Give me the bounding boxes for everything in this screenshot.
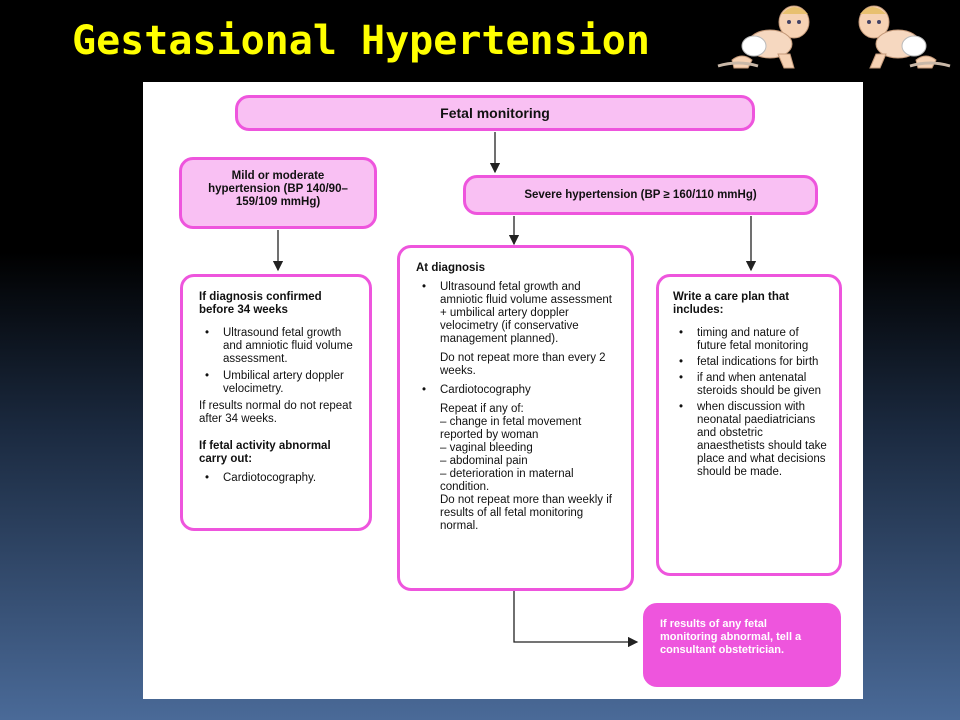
left-monitoring-box: If diagnosis confirmed before 34 weeks U… — [180, 274, 372, 531]
slide-title: Gestasional Hypertension — [72, 18, 650, 64]
repeat-item: – change in fetal movement reported by w… — [440, 416, 582, 441]
list-item: fetal indications for birth — [673, 356, 829, 369]
list-item: if and when antenatal steroids should be… — [673, 372, 829, 398]
right-care-plan-box: Write a care plan that includes: timing … — [656, 274, 842, 576]
left-heading-1: If diagnosis confirmed before 34 weeks — [199, 291, 322, 316]
list-item: Ultrasound fetal growth and amniotic flu… — [416, 281, 619, 346]
severe-hypertension-node: Severe hypertension (BP ≥ 160/110 mmHg) — [463, 175, 818, 215]
list-item: Umbilical artery doppler velocimetry. — [199, 370, 359, 396]
baby-crawling-image — [717, 5, 810, 69]
repeat-item: – deterioration in maternal condition. — [440, 468, 574, 493]
right-heading: Write a care plan that includes: — [673, 291, 790, 316]
arrow-middle-to-alert — [513, 591, 639, 648]
repeat-item: – vaginal bleeding — [440, 442, 533, 454]
middle-repeat-heading: Repeat if any of: — [440, 403, 524, 415]
alert-box: If results of any fetal monitoring abnor… — [643, 603, 841, 687]
baby-crawling-image — [858, 5, 951, 69]
middle-note-2: Do not repeat more than weekly if result… — [440, 494, 612, 532]
repeat-item: – abdominal pain — [440, 455, 528, 467]
middle-note-1: Do not repeat more than every 2 weeks. — [440, 352, 606, 377]
list-item: timing and nature of future fetal monito… — [673, 327, 829, 353]
root-node: Fetal monitoring — [235, 95, 755, 131]
mild-hypertension-node: Mild or moderate hypertension (BP 140/90… — [179, 157, 377, 229]
list-item: Cardiotocography. — [199, 472, 359, 485]
list-item: Cardiotocography — [416, 384, 619, 397]
list-item: when discussion with neonatal paediatric… — [673, 401, 829, 479]
list-item: Ultrasound fetal growth and amniotic flu… — [199, 327, 359, 366]
flowchart-panel: Fetal monitoring Mild or moderate hypert… — [143, 82, 863, 699]
middle-heading: At diagnosis — [416, 262, 486, 274]
left-note-1: If results normal do not repeat after 34… — [199, 400, 352, 425]
middle-monitoring-box: At diagnosis Ultrasound fetal growth and… — [397, 245, 634, 591]
left-heading-2: If fetal activity abnormal carry out: — [199, 440, 331, 465]
flowchart-connectors — [272, 132, 757, 648]
